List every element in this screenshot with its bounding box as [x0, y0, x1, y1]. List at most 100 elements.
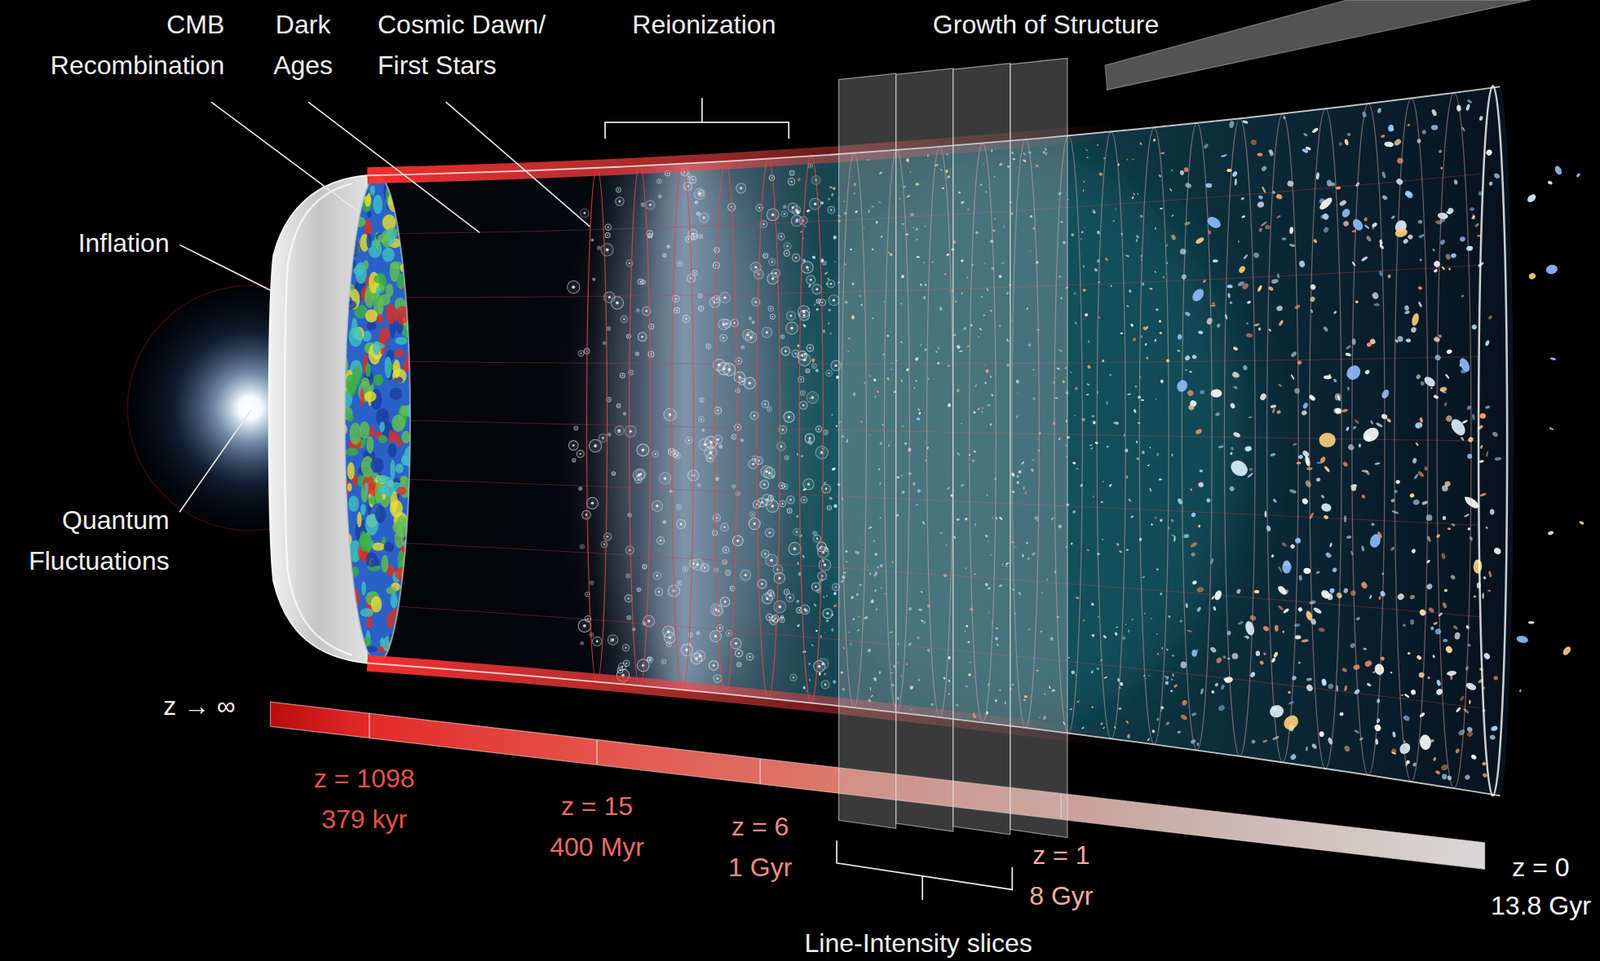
bubble: [598, 433, 607, 442]
galaxy: [1269, 404, 1277, 409]
bubble-core: [800, 379, 802, 381]
galaxy: [1227, 292, 1231, 298]
bubble-ring: [663, 408, 677, 421]
bubble: [605, 224, 612, 231]
bubble-ring: [682, 566, 688, 572]
bubble-core: [738, 652, 740, 655]
galaxy: [1122, 433, 1126, 438]
bubble: [805, 369, 810, 374]
bubble-core: [638, 589, 641, 592]
bubble-core: [773, 618, 776, 620]
bubble-core: [640, 335, 644, 339]
galaxy: [823, 271, 828, 275]
galaxy: [1218, 445, 1225, 449]
galaxy: [1482, 652, 1491, 661]
galaxy: [1199, 688, 1204, 695]
bubble-core: [808, 437, 811, 440]
bubble-core: [777, 605, 782, 610]
galaxy: [1390, 747, 1398, 756]
bubble-core: [742, 346, 744, 349]
bubble-core: [784, 486, 787, 488]
bubble-core: [687, 176, 690, 178]
bubble-core: [787, 415, 791, 419]
bubble: [743, 377, 756, 389]
galaxy: [1277, 273, 1281, 279]
bubble-ring: [813, 660, 826, 672]
bubble-ring: [740, 438, 744, 442]
bubble: [696, 632, 700, 636]
galaxy: [1255, 650, 1261, 657]
bubble-ring: [696, 212, 700, 216]
bubble-core: [663, 255, 666, 257]
bubble: [696, 212, 700, 216]
bubble-ring: [712, 605, 724, 617]
bubble-ring: [607, 433, 611, 437]
bubble-core: [649, 233, 651, 235]
galaxy: [1334, 393, 1342, 401]
galaxy: [1272, 735, 1280, 741]
galaxy: [1156, 717, 1160, 721]
bubble-ring: [767, 406, 773, 412]
galaxy: [1347, 386, 1350, 391]
galaxy: [1315, 570, 1320, 575]
bubble: [651, 500, 663, 512]
bubble-ring: [806, 392, 818, 404]
bubble-ring: [801, 261, 814, 275]
bubble-ring: [811, 363, 817, 369]
bubble-core: [654, 453, 657, 456]
bubble-core: [639, 472, 642, 476]
galaxy: [1465, 103, 1471, 111]
bubble-core: [663, 477, 668, 481]
bubble-core: [755, 300, 758, 304]
bubble-ring: [732, 535, 743, 547]
galaxy: [1363, 216, 1368, 222]
galaxy: [1355, 300, 1359, 304]
bubble-ring: [786, 322, 799, 335]
bubble: [579, 487, 583, 491]
galaxy: [1262, 625, 1270, 633]
galaxy: [1162, 151, 1165, 155]
bubble-core: [828, 507, 831, 509]
bubble: [579, 208, 589, 218]
bubble-core: [649, 658, 651, 661]
bubble: [623, 412, 627, 416]
bubble-ring: [773, 601, 787, 614]
bubble-core: [758, 207, 761, 209]
galaxy: [1396, 335, 1404, 343]
galaxy: [1448, 267, 1452, 271]
bubble-ring: [741, 345, 745, 350]
bubble-ring: [689, 176, 696, 183]
galaxy: [1190, 552, 1197, 557]
bubble-core: [583, 624, 587, 628]
galaxy: [1170, 518, 1175, 523]
galaxy: [1346, 132, 1351, 138]
bubble-ring: [713, 674, 722, 683]
galaxy: [1489, 734, 1496, 742]
bubble-core: [754, 265, 757, 269]
galaxy: [1341, 408, 1349, 413]
bubble-ring: [698, 234, 703, 239]
galaxy: [796, 623, 801, 628]
bubble: [698, 294, 703, 299]
bubble: [714, 406, 722, 415]
bubble: [766, 499, 779, 513]
bubble-ring: [617, 667, 624, 674]
bubble-ring: [698, 294, 703, 299]
galaxy: [1361, 256, 1369, 263]
galaxy: [1083, 226, 1086, 229]
galaxy: [1089, 444, 1093, 447]
galaxy: [1289, 543, 1296, 550]
bubble: [786, 593, 795, 602]
bubble-core: [615, 301, 619, 305]
bubble-core: [760, 501, 764, 504]
galaxy: [1072, 461, 1077, 466]
galaxy: [1487, 314, 1493, 320]
bubble-core: [694, 657, 698, 660]
galaxy: [1080, 230, 1084, 234]
bubble-core: [695, 202, 698, 204]
galaxy: [1158, 331, 1163, 335]
bubble: [694, 200, 699, 204]
bubble-ring: [605, 224, 612, 231]
bubble: [787, 178, 795, 186]
bubble-ring: [622, 645, 629, 652]
